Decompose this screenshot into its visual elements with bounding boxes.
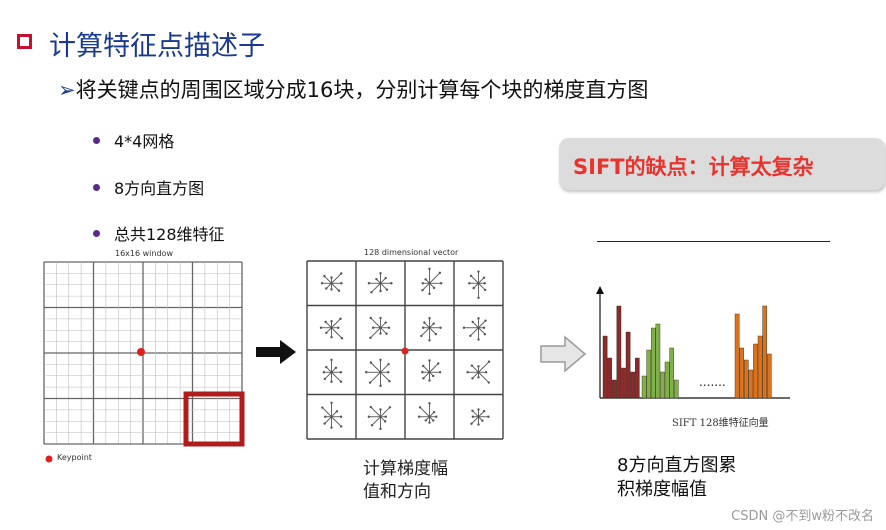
keypoint-legend-icon — [45, 455, 53, 463]
histogram-bar — [625, 331, 631, 399]
step2-caption: 计算梯度幅 值和方向 — [363, 458, 448, 504]
histogram-bar — [651, 327, 656, 399]
callout-box: SIFT的缺点：计算太复杂 — [559, 138, 885, 190]
bullet-item-grid: 4*4网格 — [93, 128, 174, 152]
bullet-dot-icon — [93, 230, 100, 237]
orientation-star-icon — [417, 402, 438, 424]
histogram-bar — [660, 371, 665, 399]
orientation-cells — [306, 260, 504, 440]
orientation-star-icon — [470, 408, 490, 426]
orientation-star-icon — [321, 401, 343, 429]
histogram-bar — [753, 343, 758, 399]
bullet-text: 4*4网格 — [114, 132, 175, 151]
histogram-bar — [669, 347, 674, 399]
histogram-bar — [757, 335, 763, 399]
keypoint-legend-label: Keypoint — [57, 453, 92, 462]
histogram-bar — [612, 379, 617, 399]
orientation-star-icon — [420, 317, 442, 342]
orientation-star-icon — [320, 272, 343, 292]
vector-caption: 128 dimensional vector — [364, 248, 459, 257]
step3-caption: 8方向直方图累 积梯度幅值 — [617, 454, 736, 502]
slide-title: 计算特征点描述子 — [49, 31, 265, 62]
grid-window-caption: 16x16 window — [115, 249, 173, 258]
histogram-bar — [739, 347, 745, 399]
bullet-text: 8方向直方图 — [114, 179, 205, 198]
keypoint-dot-icon — [401, 347, 409, 355]
histogram-figure: ....... — [596, 286, 790, 399]
histogram-bar — [673, 379, 679, 399]
orientation-star-icon — [462, 317, 487, 341]
orientation-grid-figure — [306, 260, 504, 440]
histogram-bar — [743, 359, 749, 399]
histogram-bar — [766, 353, 772, 399]
orientation-star-icon — [367, 405, 392, 431]
orientation-star-icon — [421, 267, 443, 296]
histogram-bars — [602, 305, 772, 399]
bullet-text: 总共128维特征 — [114, 225, 225, 244]
step3-caption-line: 8方向直方图累 — [617, 455, 737, 476]
divider-line — [597, 241, 830, 242]
histogram-bar — [621, 367, 626, 399]
histogram-bar — [607, 357, 613, 399]
gray-arrow-icon — [540, 335, 587, 373]
orientation-star-icon — [468, 270, 487, 300]
keypoint-dot-icon — [137, 348, 145, 356]
histogram-bar — [641, 375, 647, 399]
arrow-bullet-icon: ➢ — [58, 78, 76, 102]
step3-caption-line: 积梯度幅值 — [617, 479, 707, 500]
bullet-dot-icon — [93, 184, 100, 191]
histogram-axis-label: SIFT 128维特征向量 — [672, 418, 769, 429]
orientation-star-icon — [369, 316, 391, 340]
histogram-bar — [630, 371, 635, 399]
bullet-dot-icon — [93, 137, 100, 144]
histogram-bar — [602, 335, 608, 399]
orientation-star-icon — [466, 360, 491, 384]
histogram-bar — [646, 349, 651, 399]
histogram-ellipsis: ....... — [699, 375, 726, 389]
slide-subtitle: ➢将关键点的周围区域分成16块，分别计算每个块的梯度直方图 — [58, 74, 648, 104]
histogram-bar — [616, 305, 622, 399]
step2-caption-line: 计算梯度幅 — [363, 459, 448, 479]
subtitle-text: 将关键点的周围区域分成16块，分别计算每个块的梯度直方图 — [75, 78, 649, 102]
histogram-bar — [734, 313, 740, 399]
callout-text: SIFT的缺点：计算太复杂 — [573, 155, 814, 179]
orientation-star-icon — [319, 317, 344, 340]
bullet-item-dimensions: 总共128维特征 — [93, 221, 225, 245]
orientation-star-icon — [421, 359, 442, 382]
grid-window-figure — [43, 261, 245, 447]
step2-caption-line: 值和方向 — [363, 482, 431, 502]
black-arrow-icon — [256, 340, 296, 364]
histogram-bar — [635, 357, 640, 399]
histogram-bar — [655, 323, 661, 399]
csdn-watermark: CSDN @不到w粉不改名 — [731, 509, 874, 524]
orientation-star-icon — [367, 272, 393, 294]
bullet-item-histogram: 8方向直方图 — [93, 175, 204, 199]
highlight-cell-square — [183, 391, 245, 447]
title-bullet-square — [17, 34, 32, 49]
histogram-bar — [762, 305, 768, 399]
histogram-bar — [748, 369, 754, 399]
histogram-bar — [664, 361, 670, 399]
orientation-star-icon — [365, 358, 391, 388]
orientation-star-icon — [322, 358, 343, 383]
histogram-axis-arrow-icon — [596, 286, 604, 294]
